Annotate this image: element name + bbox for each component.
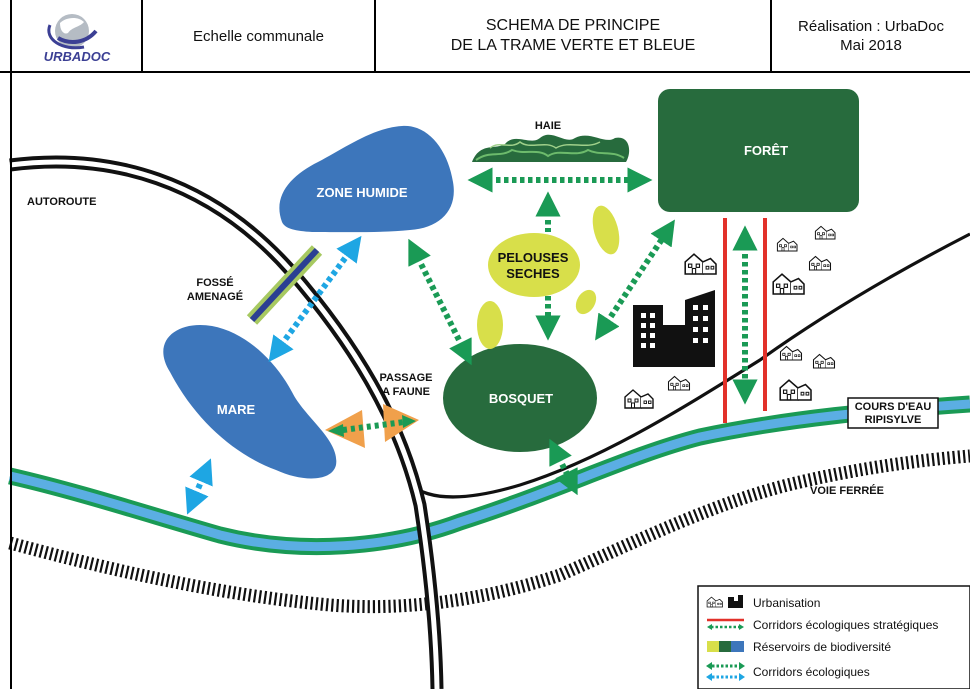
globe-logo-icon: URBADOC bbox=[43, 14, 110, 64]
zone-humide-shape bbox=[279, 125, 454, 233]
city-buildings-icon bbox=[728, 595, 743, 608]
label-autoroute: AUTOROUTE bbox=[27, 196, 96, 208]
corridor-mare-river bbox=[185, 458, 213, 515]
credit-line-1: Réalisation : UrbaDoc bbox=[798, 18, 944, 35]
credit-line-2: Mai 2018 bbox=[840, 37, 902, 54]
label-fosse-1: FOSSÉ bbox=[196, 276, 233, 289]
title-line-2: DE LA TRAME VERTE ET BLEUE bbox=[450, 37, 696, 54]
house-icon bbox=[779, 379, 812, 401]
pelouse-left bbox=[477, 301, 503, 349]
house-icon bbox=[779, 345, 803, 361]
bosquet-shape bbox=[443, 344, 597, 452]
label-passage-1: PASSAGE bbox=[380, 372, 433, 384]
city-buildings-icon bbox=[633, 290, 715, 367]
label-voie-ferree: VOIE FERRÉE bbox=[810, 484, 884, 497]
label-cours-1: COURS D'EAU bbox=[855, 401, 932, 413]
legend: Urbanisation Corridors écologiques strat… bbox=[697, 585, 970, 689]
cours-eau-box bbox=[847, 397, 939, 429]
logo-cell: URBADOC bbox=[10, 0, 143, 72]
foret-shape bbox=[658, 89, 859, 212]
house-icon bbox=[772, 273, 805, 295]
corridor-bosquet-river bbox=[549, 438, 578, 496]
label-zone-humide: ZONE HUMIDE bbox=[317, 185, 408, 200]
house-icon bbox=[808, 255, 832, 271]
label-fosse-2: AMENAGÉ bbox=[187, 290, 243, 303]
map-left-border bbox=[10, 72, 12, 689]
pelouse-main bbox=[488, 233, 580, 297]
pelouse-right bbox=[592, 205, 620, 255]
label-mare: MARE bbox=[217, 402, 256, 417]
svg-text:URBADOC: URBADOC bbox=[43, 49, 110, 64]
house-icon bbox=[624, 389, 654, 409]
legend-reservoirs: Réservoirs de biodiversité bbox=[753, 640, 891, 654]
corridor-bosquet-foret bbox=[595, 219, 675, 341]
page-title: SCHEMA DE PRINCIPE DE LA TRAME VERTE ET … bbox=[376, 0, 772, 72]
corridor-zh-bosquet bbox=[408, 238, 472, 366]
house-icon bbox=[812, 353, 836, 369]
label-cours-2: RIPISYLVE bbox=[865, 414, 922, 426]
river bbox=[8, 399, 970, 552]
label-passage-2: A FAUNE bbox=[382, 386, 430, 398]
scale-text: Echelle communale bbox=[143, 0, 376, 72]
corridor-mare-zh bbox=[268, 235, 362, 363]
corridor-blue-group bbox=[185, 235, 362, 515]
label-pelouses-1: PELOUSES bbox=[498, 250, 569, 265]
local-road bbox=[408, 232, 970, 499]
corridor-green-group bbox=[408, 167, 675, 496]
title-line-1: SCHEMA DE PRINCIPE bbox=[485, 17, 661, 34]
legend-corridors: Corridors écologiques bbox=[753, 665, 870, 679]
hedge-icon bbox=[472, 134, 630, 162]
credit-cell: Réalisation : UrbaDoc Mai 2018 bbox=[772, 0, 970, 72]
house-icon bbox=[667, 375, 691, 391]
label-bosquet: BOSQUET bbox=[489, 391, 553, 406]
pelouse-small bbox=[575, 289, 597, 315]
legend-strategic: Corridors écologiques stratégiques bbox=[753, 618, 938, 632]
label-foret: FORÊT bbox=[744, 143, 788, 158]
railway-bottom bbox=[8, 449, 970, 614]
passage-faune-shape bbox=[325, 404, 419, 448]
legend-urbanisation: Urbanisation bbox=[753, 596, 820, 610]
house-icon bbox=[776, 237, 798, 252]
label-pelouses-2: SECHES bbox=[506, 266, 560, 281]
mare-shape bbox=[163, 324, 337, 479]
strategic-corridor bbox=[723, 218, 767, 423]
label-haie: HAIE bbox=[535, 120, 561, 132]
house-icon bbox=[684, 253, 717, 275]
header-bar: URBADOC Echelle communale SCHEMA DE PRIN… bbox=[0, 0, 970, 73]
house-icon bbox=[814, 225, 836, 240]
